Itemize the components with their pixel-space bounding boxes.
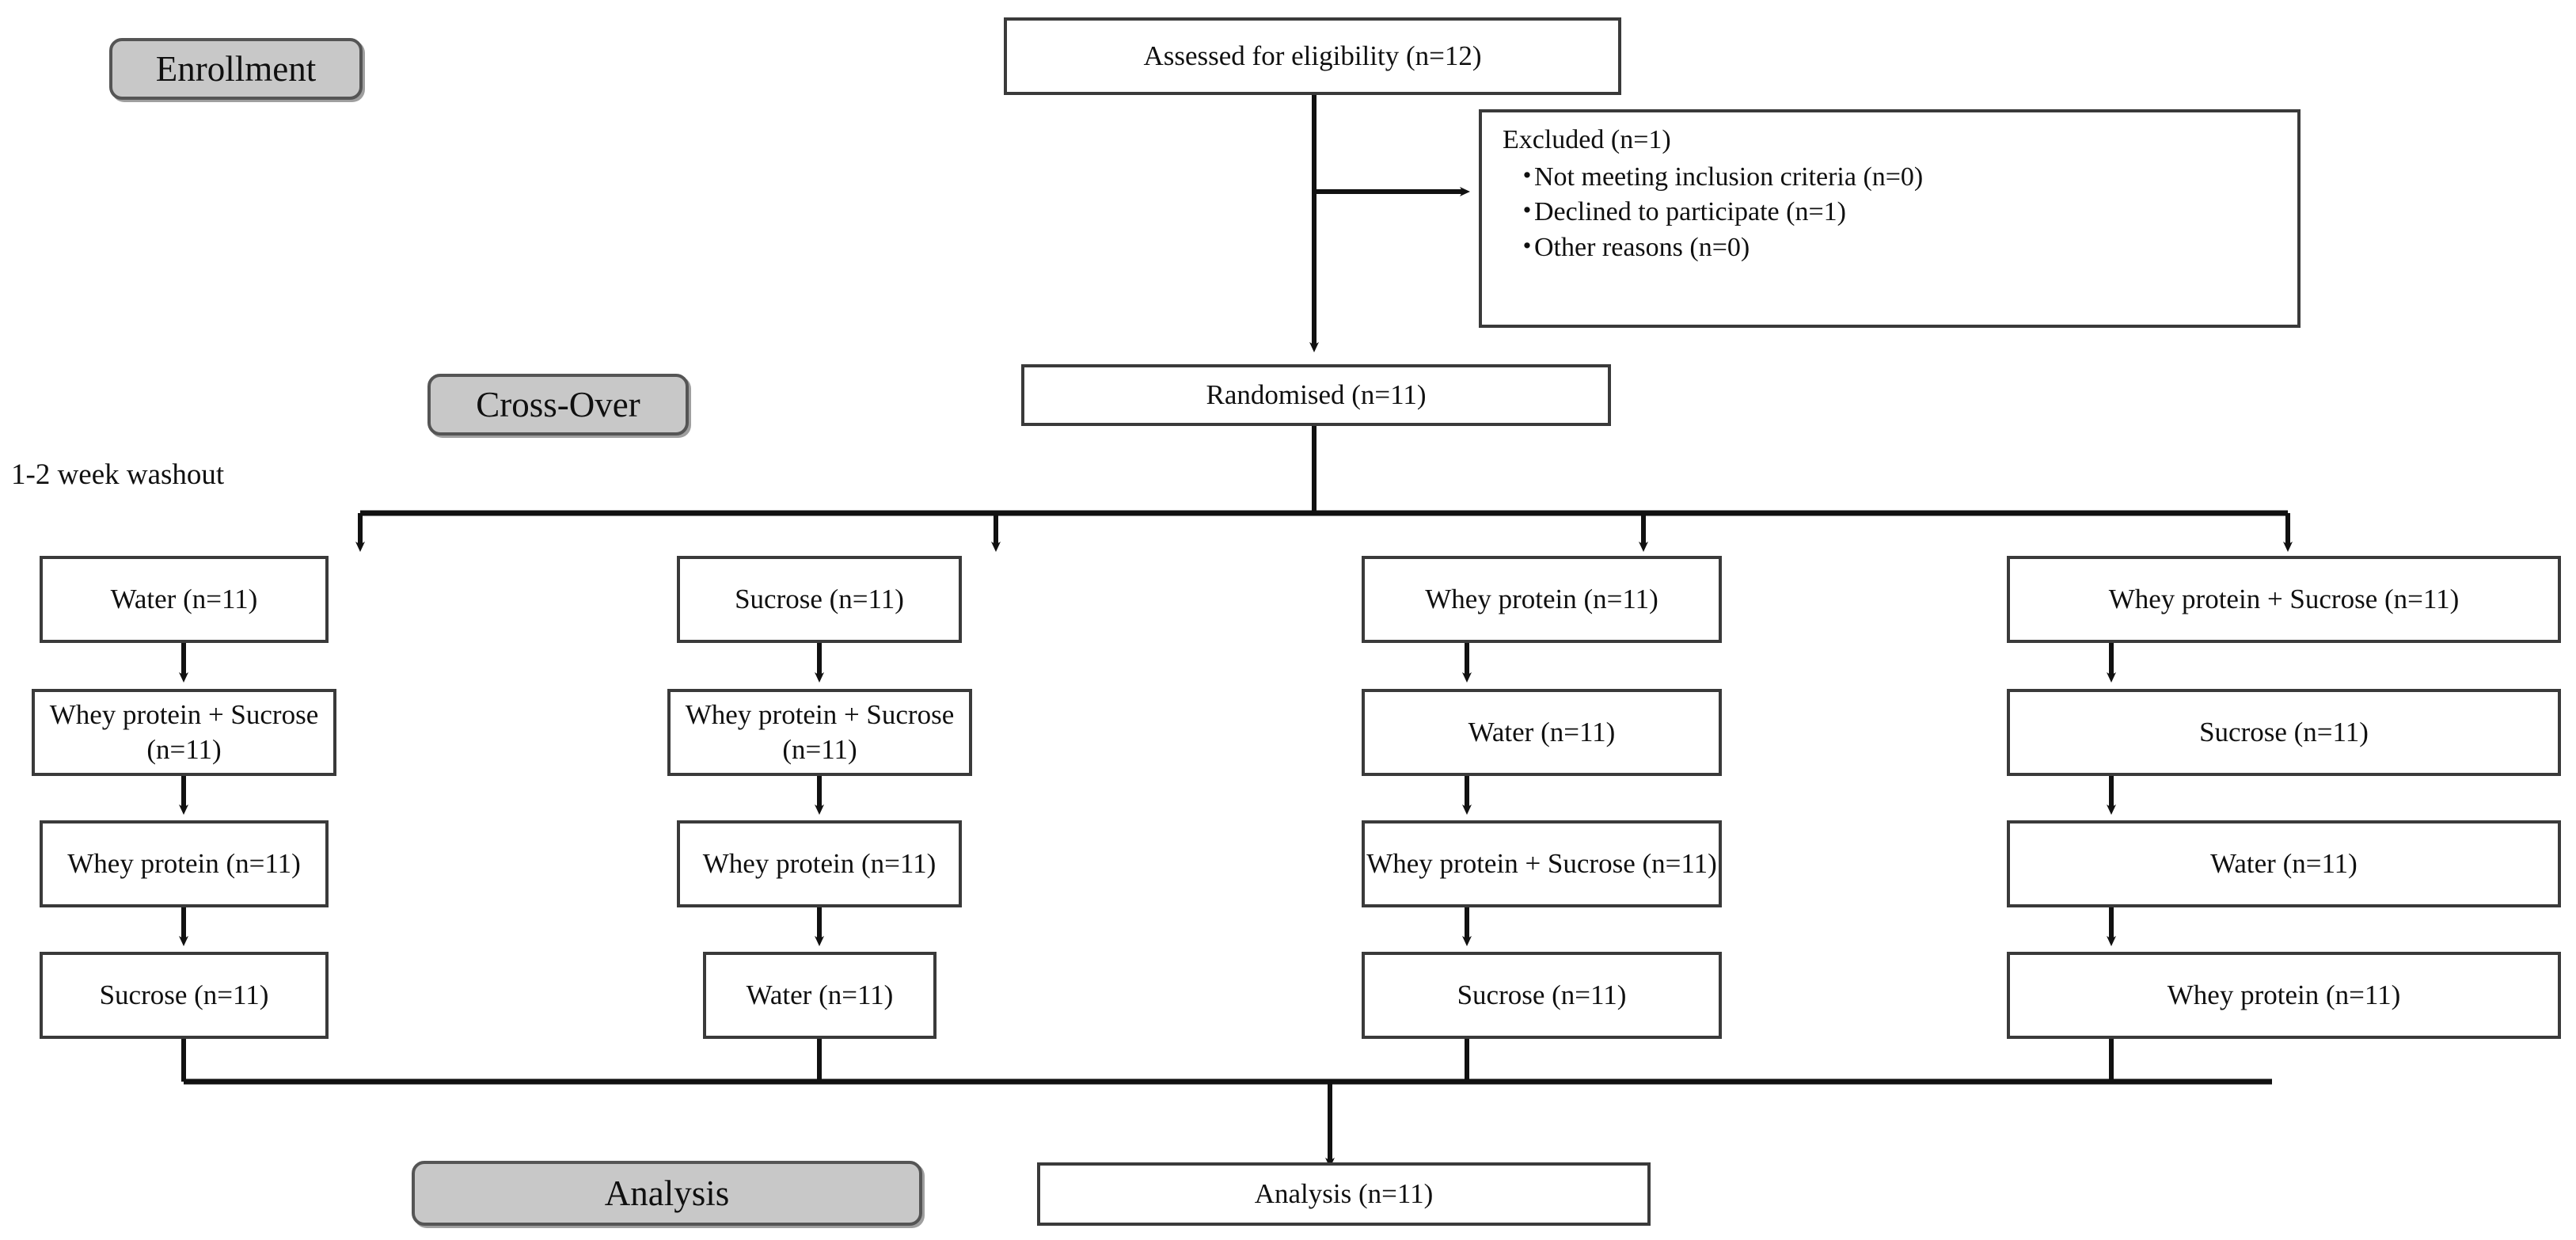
excluded-reason-item: Not meeting inclusion criteria (n=0) [1517, 161, 2297, 195]
excluded-reason-item: Declined to participate (n=1) [1517, 196, 2297, 230]
node-label: Sucrose (n=11) [735, 584, 904, 615]
node-seq2-period4: Water (n=11) [703, 952, 937, 1039]
node-assessed-for-eligibility: Assessed for eligibility (n=12) [1004, 17, 1621, 95]
node-label: Whey protein (n=11) [1425, 584, 1658, 615]
node-seq1-period3: Whey protein (n=11) [40, 820, 329, 907]
node-label: Water (n=11) [1468, 717, 1616, 748]
stage-badge-enrollment: Enrollment [109, 38, 363, 100]
node-seq2-period3: Whey protein (n=11) [677, 820, 962, 907]
node-label: Sucrose (n=11) [99, 979, 269, 1011]
stage-badge-analysis: Analysis [412, 1161, 922, 1226]
node-seq4-period2: Sucrose (n=11) [2007, 689, 2561, 776]
node-label: Water (n=11) [110, 584, 258, 615]
stage-label-enrollment: Enrollment [155, 49, 317, 89]
node-seq3-period2: Water (n=11) [1362, 689, 1722, 776]
node-excluded: Excluded (n=1) Not meeting inclusion cri… [1479, 109, 2301, 328]
node-label: Sucrose (n=11) [1457, 979, 1627, 1011]
node-label: Water (n=11) [2210, 848, 2358, 880]
node-seq3-period1: Whey protein (n=11) [1362, 556, 1722, 643]
node-label: Whey protein (n=11) [2167, 979, 2401, 1011]
node-seq2-period2: Whey protein + Sucrose (n=11) [667, 689, 972, 776]
node-label: Whey protein + Sucrose (n=11) [1366, 848, 1717, 880]
node-assessed-label: Assessed for eligibility (n=12) [1143, 40, 1482, 72]
node-seq4-period3: Water (n=11) [2007, 820, 2561, 907]
node-seq4-period1: Whey protein + Sucrose (n=11) [2007, 556, 2561, 643]
node-seq3-period4: Sucrose (n=11) [1362, 952, 1722, 1039]
excluded-title: Excluded (n=1) [1503, 125, 1671, 154]
node-label: Whey protein (n=11) [702, 848, 937, 880]
node-seq4-period4: Whey protein (n=11) [2007, 952, 2561, 1039]
node-randomised: Randomised (n=11) [1021, 364, 1611, 426]
node-analysis: Analysis (n=11) [1037, 1162, 1651, 1226]
node-label: Water (n=11) [746, 979, 894, 1011]
stage-badge-cross-over: Cross-Over [427, 374, 689, 436]
node-randomised-label: Randomised (n=11) [1206, 379, 1427, 411]
stage-label-analysis: Analysis [604, 1173, 730, 1213]
stage-label-cross-over: Cross-Over [476, 385, 640, 424]
node-seq1-period4: Sucrose (n=11) [40, 952, 329, 1039]
node-label: Whey protein (n=11) [67, 848, 301, 880]
node-analysis-label: Analysis (n=11) [1254, 1178, 1434, 1210]
node-label: Whey protein + Sucrose (n=11) [2108, 584, 2460, 615]
washout-label: 1-2 week washout [11, 458, 225, 491]
node-seq1-period1: Water (n=11) [40, 556, 329, 643]
excluded-reason-item: Other reasons (n=0) [1517, 231, 2297, 265]
excluded-body: Excluded (n=1) Not meeting inclusion cri… [1482, 112, 2297, 274]
node-label: Whey protein + Sucrose (n=11) [49, 699, 319, 765]
node-label: Whey protein + Sucrose (n=11) [685, 699, 955, 765]
node-seq3-period3: Whey protein + Sucrose (n=11) [1362, 820, 1722, 907]
excluded-reason-list: Not meeting inclusion criteria (n=0) Dec… [1503, 161, 2297, 265]
node-seq1-period2: Whey protein + Sucrose (n=11) [32, 689, 336, 776]
node-seq2-period1: Sucrose (n=11) [677, 556, 962, 643]
node-label: Sucrose (n=11) [2199, 717, 2369, 748]
